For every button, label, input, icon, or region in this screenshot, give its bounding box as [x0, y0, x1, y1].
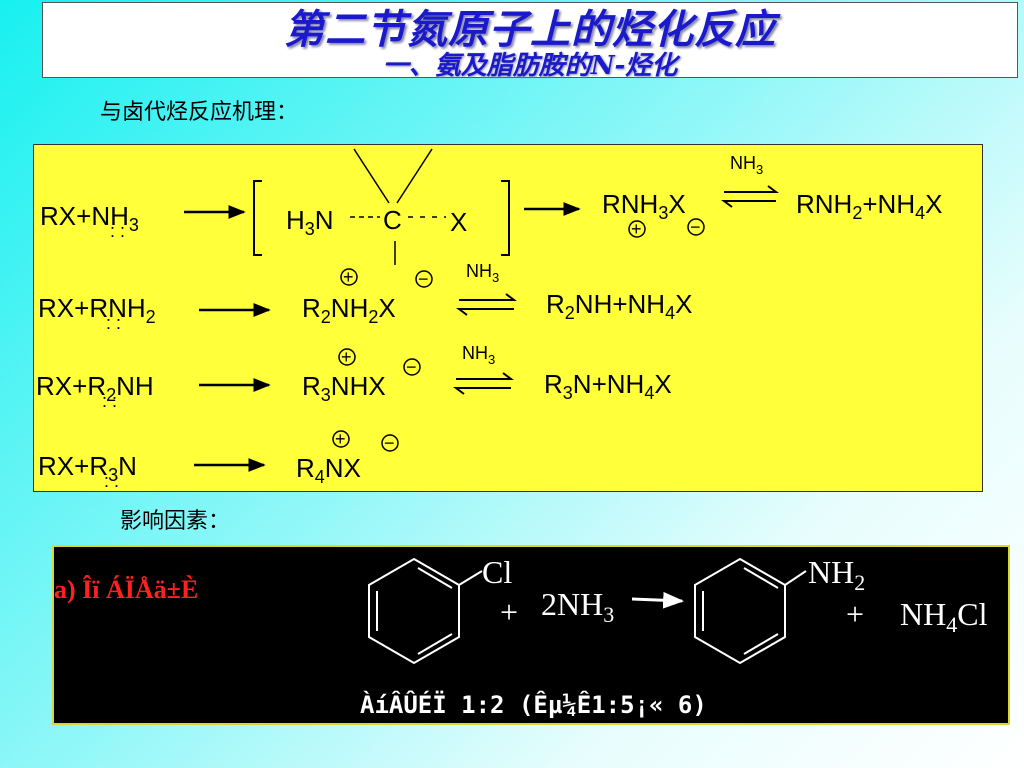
r3-reagent: NH3 — [462, 343, 495, 367]
r2-lone-pair: : : — [106, 313, 121, 333]
r3-plus-sign: + — [341, 347, 352, 367]
r4-plus-charge — [332, 430, 350, 448]
r4-lone-pair: : : — [104, 471, 119, 491]
r2-equilibrium-forward — [459, 293, 517, 301]
r1-product-b: RNH2+NH4X — [796, 189, 942, 223]
r1-equilibrium-back — [721, 200, 776, 208]
factor-reaction: Cl + 2NH3 NH2 + NH4Cl — [368, 554, 988, 665]
chlorobenzene-ring — [368, 557, 483, 665]
r2-product-a: R2NH2X — [302, 293, 396, 327]
r3-minus-sign: − — [406, 357, 417, 377]
mechanism-diagram: RX+NH3 : : H3N C X RNH3X + − NH3 RNH2+NH… — [36, 148, 942, 491]
aniline-ring — [694, 557, 807, 665]
r2-plus-sign: + — [343, 267, 354, 287]
r1-bracket-right — [501, 180, 510, 256]
r2-minus-charge — [415, 270, 433, 288]
r4-reactant: RX+R3N — [38, 451, 137, 485]
r1-reactant: RX+NH3 — [40, 201, 139, 235]
r1-bracket-left — [253, 180, 262, 256]
r4-product-a: R4NX — [296, 453, 361, 487]
r1-ts-nh3: H3N — [286, 205, 334, 239]
r4-plus-sign: + — [335, 429, 346, 449]
r1-plus-sign: + — [631, 219, 642, 239]
ammonium-chloride: NH4Cl — [900, 596, 988, 637]
r4-minus-charge — [381, 434, 399, 452]
ratio-note: ÀíÂÛÉÏ 1:2 (Êµ¼Ê1:5¡« 6) — [360, 691, 707, 719]
r2-product-b: R2NH+NH4X — [546, 289, 692, 323]
slide-subtitle: 一、氨及脂肪胺的N-烃化 — [382, 51, 678, 81]
plus-sign-2: + — [846, 596, 864, 632]
r2-plus-charge — [340, 268, 358, 286]
slide-title: 第二节氮原子上的烃化反应 — [284, 6, 776, 53]
r1-minus-charge — [687, 218, 705, 236]
ammonia-reagent: 2NH3 — [541, 586, 614, 627]
r2-reactant: RX+RNH2 — [38, 293, 156, 327]
r3-minus-charge — [403, 358, 421, 376]
r1-ts-halide: X — [450, 207, 467, 237]
r1-bond-up-right — [396, 148, 433, 204]
r2-reagent: NH3 — [466, 261, 499, 285]
r1-bond-up-left — [353, 148, 390, 204]
title-box: 第二节氮原子上的烃化反应 一、氨及脂肪胺的N-烃化 — [42, 2, 1018, 81]
r1-product-a: RNH3X — [602, 189, 686, 223]
r4-minus-sign: − — [384, 433, 395, 453]
mechanism-panel: RX+NH3 : : H3N C X RNH3X + − NH3 RNH2+NH… — [33, 144, 983, 492]
r1-equilibrium-forward — [724, 185, 779, 193]
plus-sign-1: + — [500, 594, 518, 630]
r3-reactant: RX+R2NH — [36, 371, 154, 405]
factor-arrow — [631, 591, 685, 609]
factors-heading: 影响因素： — [120, 509, 231, 534]
r1-plus-charge — [628, 220, 646, 238]
r2-equilibrium-back — [456, 308, 514, 316]
r3-product-a: R3NHX — [302, 371, 386, 405]
r3-equilibrium-forward — [456, 372, 514, 380]
r1-ts-carbon: C — [383, 205, 402, 235]
r3-lone-pair: : : — [102, 391, 117, 411]
r1-reagent: NH3 — [730, 153, 763, 177]
mechanism-heading: 与卤代烃反应机理： — [100, 100, 299, 125]
amino-substituent: NH2 — [808, 554, 865, 595]
r2-minus-sign: − — [418, 269, 429, 289]
r1-lone-pair: : : — [110, 221, 125, 241]
factor-label: a) Îï ÁÏÅä±È — [54, 575, 199, 604]
factor-panel: a) Îï ÁÏÅä±È Cl + 2NH3 NH2 + NH4Cl — [52, 545, 1010, 725]
r3-plus-charge — [338, 348, 356, 366]
r3-equilibrium-back — [453, 387, 511, 395]
chloro-substituent: Cl — [482, 554, 512, 590]
r3-product-b: R3N+NH4X — [544, 369, 672, 403]
r1-minus-sign: − — [690, 217, 701, 237]
